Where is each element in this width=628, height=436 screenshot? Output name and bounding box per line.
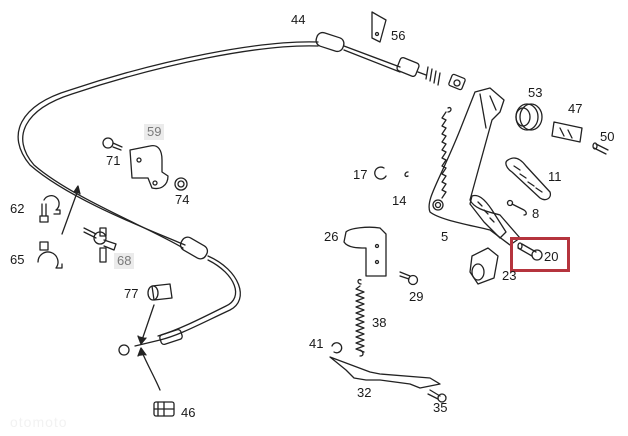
label-5[interactable]: 5 [441,229,449,244]
part-17-circlip [374,166,387,180]
label-77[interactable]: 77 [124,286,139,301]
label-11[interactable]: 11 [548,169,562,184]
pointer-arrow-77 [141,304,155,341]
part-23-stop-buffer [469,247,499,285]
part-53-bushing [515,103,543,131]
label-46[interactable]: 46 [181,405,196,420]
part-32-linkage-lever [329,356,441,389]
pedal-lower-pad [469,194,507,239]
label-44[interactable]: 44 [291,12,306,27]
pointer-arrow-46 [141,351,161,391]
part-59-mounting-bracket [129,144,169,190]
part-77-grommet [147,283,173,301]
part-71-bolt [102,137,123,151]
label-74[interactable]: 74 [175,192,190,207]
highlight-box-20 [510,237,570,272]
watermark: otomoto [10,414,68,430]
part-35-pivot-bolt [427,389,447,403]
label-17[interactable]: 17 [353,167,368,182]
label-38[interactable]: 38 [372,315,387,330]
label-23[interactable]: 23 [502,268,517,283]
label-29[interactable]: 29 [409,289,424,304]
label-71[interactable]: 71 [106,153,121,168]
part-29-screw [399,271,419,286]
part-26-pedal-bracket [343,226,387,277]
pointer-arrow-62 [61,189,79,235]
label-47[interactable]: 47 [568,101,583,116]
label-14[interactable]: 14 [392,193,407,208]
part-38-tension-spring [355,278,365,357]
label-26[interactable]: 26 [324,229,339,244]
label-65[interactable]: 65 [10,252,25,267]
part-74-nut [174,177,188,191]
label-35[interactable]: 35 [433,400,448,415]
part-14-return-spring [404,106,452,199]
label-8[interactable]: 8 [532,206,540,221]
part-44-throttle-cable [17,31,466,356]
part-50-pin [592,142,609,155]
part-56-bracket-clip [371,11,387,43]
part-68-hose-connector [83,227,117,263]
part-11-pedal-pad [505,157,552,201]
part-41-spring-clip [331,342,343,354]
part-62-cable-clamp [39,195,61,223]
part-47-clip-holder [551,121,583,143]
part-8-retaining-clip [506,199,527,216]
label-62[interactable]: 62 [10,201,25,216]
part-5-pedal-lever [428,87,521,246]
label-20[interactable]: 20 [544,249,559,264]
label-59[interactable]: 59 [144,124,165,140]
label-68[interactable]: 68 [114,253,135,269]
label-53[interactable]: 53 [528,85,543,100]
label-50[interactable]: 50 [600,129,615,144]
label-32[interactable]: 32 [357,385,372,400]
label-41[interactable]: 41 [309,336,324,351]
label-56[interactable]: 56 [391,28,406,43]
part-65-cable-clamp-lower [37,241,63,269]
part-20-stop-bolt [517,242,543,261]
part-46-cable-end-block [153,401,175,417]
